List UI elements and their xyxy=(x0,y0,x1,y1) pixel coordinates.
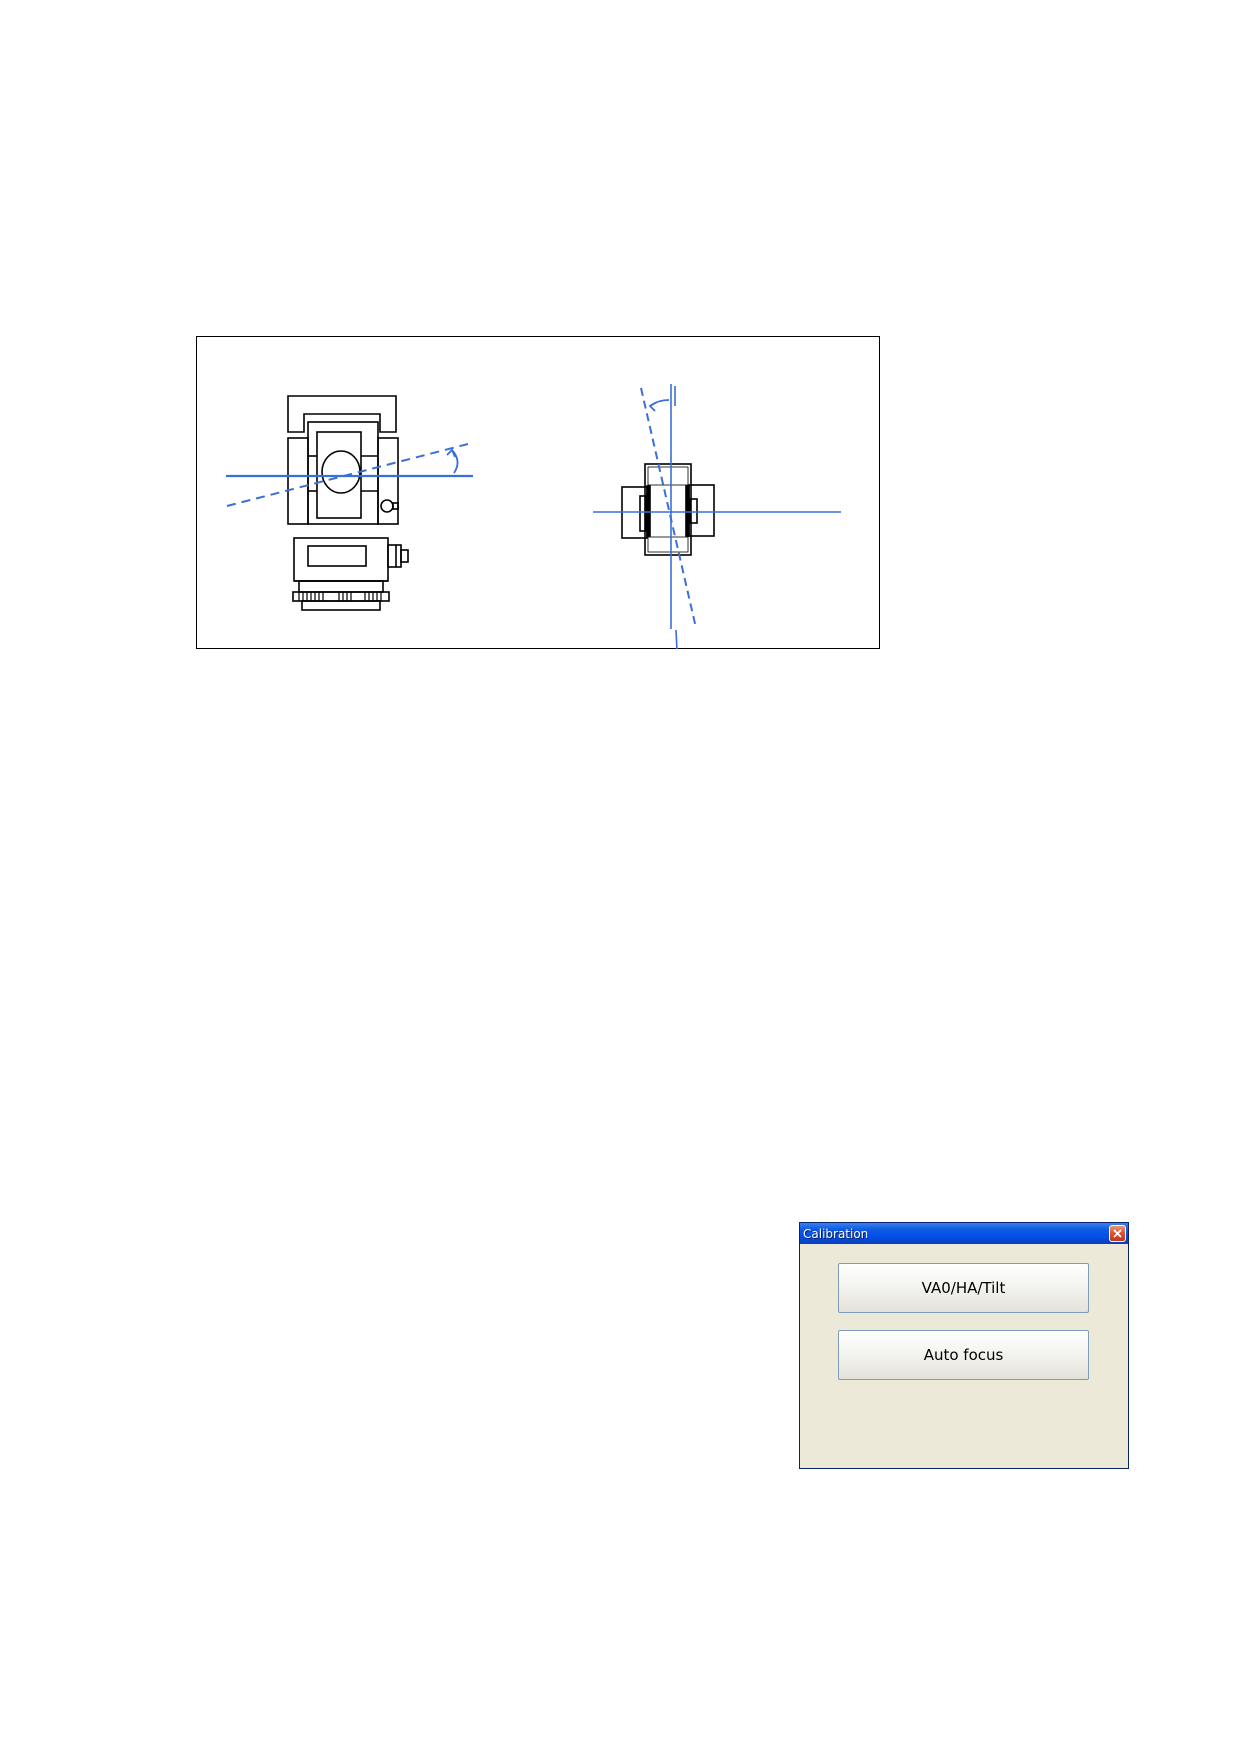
figure-frame xyxy=(196,336,880,649)
close-button[interactable] xyxy=(1109,1225,1126,1242)
instrument-front-view xyxy=(287,395,409,611)
trunnion-axis-lines xyxy=(226,443,473,507)
va0-ha-tilt-button[interactable]: VA0/HA/Tilt xyxy=(838,1263,1089,1313)
instrument-top-view xyxy=(621,463,715,556)
auto-focus-button[interactable]: Auto focus xyxy=(838,1330,1089,1380)
base-knurling xyxy=(298,592,382,601)
display-window xyxy=(307,545,367,567)
vertical-axis-lines xyxy=(593,384,841,649)
calibration-dialog: Calibration VA0/HA/Tilt Auto focus xyxy=(799,1222,1129,1469)
auto-focus-label: Auto focus xyxy=(923,1346,1004,1364)
dialog-title: Calibration xyxy=(803,1226,869,1241)
va0-ha-tilt-label: VA0/HA/Tilt xyxy=(921,1279,1006,1297)
tilted-vertical-line xyxy=(640,387,697,629)
axis-error-figure xyxy=(196,336,880,649)
dialog-titlebar: Calibration xyxy=(800,1223,1128,1244)
handle xyxy=(287,395,397,433)
close-icon xyxy=(1113,1229,1122,1238)
tilted-axis-line xyxy=(226,443,469,507)
